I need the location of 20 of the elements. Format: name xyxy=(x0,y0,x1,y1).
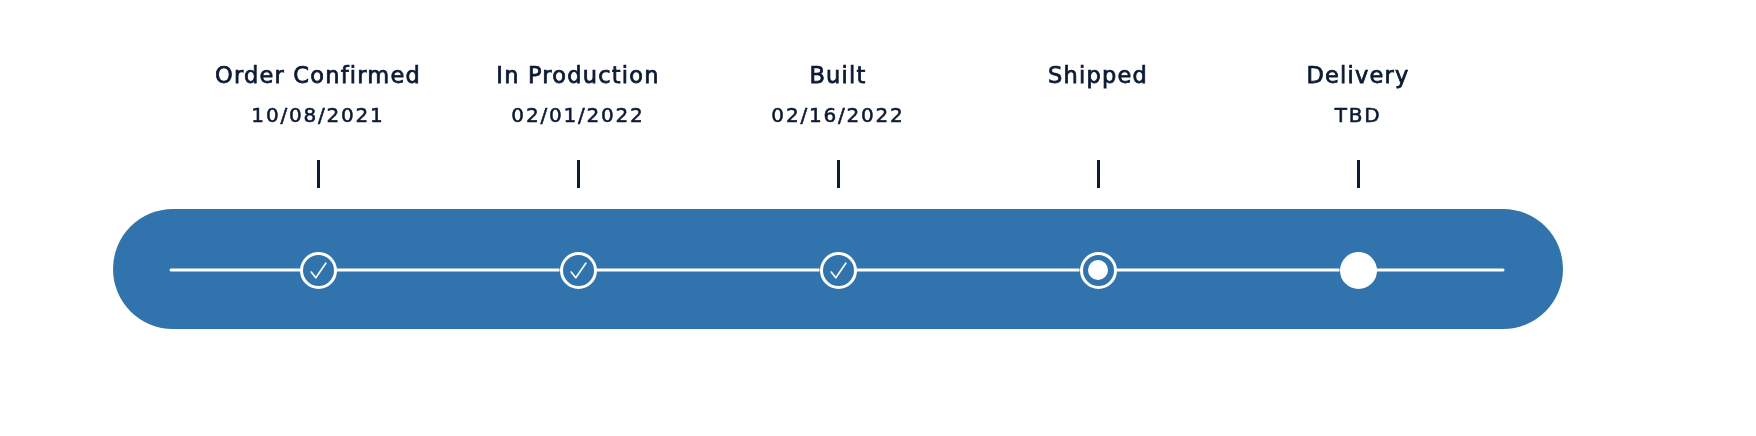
milestone-marker xyxy=(1079,251,1117,289)
connector-line xyxy=(856,268,1080,272)
milestone-date: 10/08/2021 xyxy=(251,103,385,127)
connector-line xyxy=(1116,268,1340,272)
connector-line xyxy=(596,268,820,272)
milestone-date: TBD xyxy=(1334,103,1382,127)
milestone-title: Built xyxy=(809,62,867,89)
milestone-date: 02/16/2022 xyxy=(771,103,905,127)
connector-line xyxy=(1375,268,1505,272)
milestone-date: 02/01/2022 xyxy=(511,103,645,127)
connector-line xyxy=(336,268,560,272)
milestone-marker xyxy=(1339,251,1377,289)
milestone-marker xyxy=(559,251,597,289)
milestone-title: Order Confirmed xyxy=(215,62,421,89)
milestone-marker xyxy=(299,251,337,289)
milestone-title: In Production xyxy=(496,62,660,89)
milestone-marker xyxy=(819,251,857,289)
milestone-title: Shipped xyxy=(1048,62,1148,89)
connector-line xyxy=(169,268,301,272)
milestone-title: Delivery xyxy=(1306,62,1410,89)
